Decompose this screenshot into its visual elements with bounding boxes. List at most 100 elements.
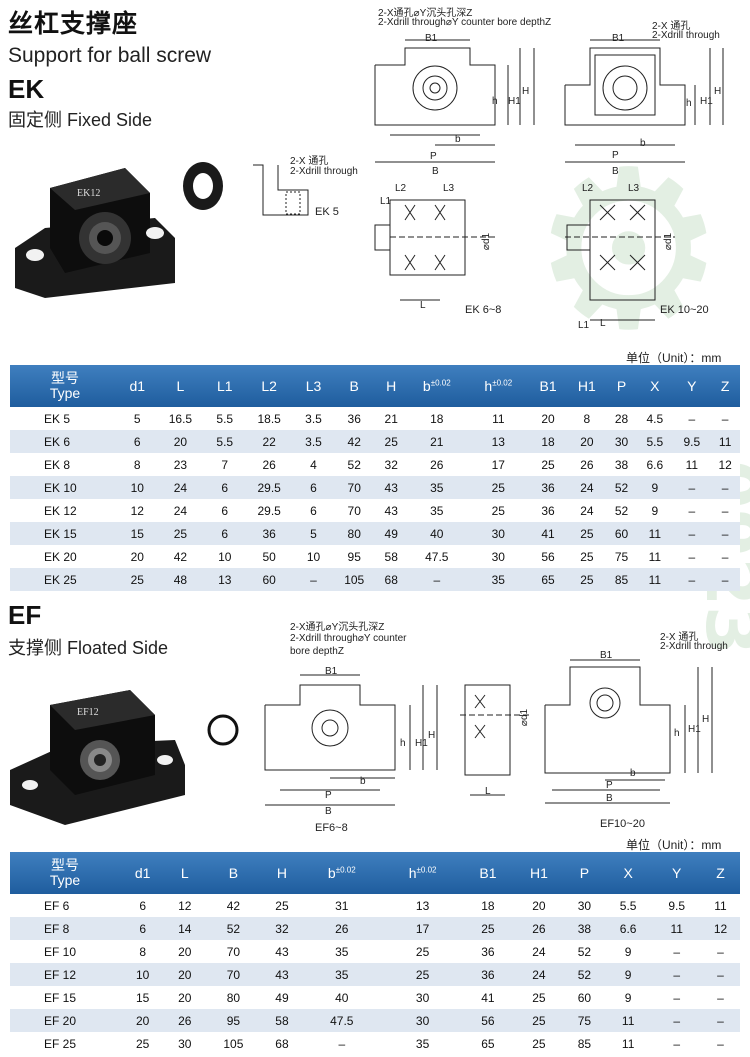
ef-col-header: H1	[512, 852, 565, 894]
table-cell: 9	[636, 499, 674, 522]
table-cell: 30	[165, 1032, 205, 1055]
ek-top-note-en: 2-Xdrill through⌀Y counter bore depthZ	[378, 17, 552, 28]
ek10-20-label: EK 10~20	[660, 304, 709, 316]
table-cell: 11	[636, 545, 674, 568]
table-cell: 9.5	[673, 430, 711, 453]
table-cell: –	[652, 986, 701, 1009]
ef-dim-H: H	[428, 730, 436, 741]
table-cell: 21	[376, 407, 407, 430]
ek-dim-p: P	[430, 151, 437, 162]
ef2-dim-p: P	[606, 780, 613, 791]
table-cell: 18	[463, 894, 513, 917]
ef-dim-h: h	[400, 738, 406, 749]
ef6-8-label: EF6~8	[315, 822, 348, 834]
table-cell: –	[295, 568, 333, 591]
table-cell: 36	[463, 940, 513, 963]
ef-right-note-cn: 2-X 通孔	[660, 632, 699, 643]
type-cell: EK 10	[10, 476, 120, 499]
table-cell: 10	[120, 963, 166, 986]
table-cell: 18	[406, 407, 468, 430]
ek-col-header-b: b±0.02	[406, 365, 468, 407]
table-cell: 5	[120, 407, 155, 430]
ek5-note-cn: 2-X 通孔	[290, 156, 329, 167]
table-cell: –	[301, 1032, 383, 1055]
table-cell: 42	[332, 430, 377, 453]
ek-product-photo: EK12	[5, 138, 245, 298]
table-cell: 60	[606, 522, 637, 545]
table-cell: 11	[673, 453, 711, 476]
page-title-cn: 丝杠支撑座	[8, 10, 139, 38]
ef2-dim-B: B	[606, 793, 613, 804]
table-cell: 38	[564, 917, 604, 940]
ek-photo-engraving: EK12	[77, 188, 100, 199]
table-cell: 20	[154, 430, 207, 453]
table-cell: 8	[120, 940, 166, 963]
table-cell: 56	[463, 1009, 513, 1032]
table-cell: 25	[463, 917, 513, 940]
ek6-8-label: EK 6~8	[465, 304, 502, 316]
table-cell: –	[700, 986, 740, 1009]
ef-dim-h1: H1	[415, 738, 428, 749]
ek-col-header: L3	[295, 365, 333, 407]
ef-dim-p: P	[325, 790, 332, 801]
table-cell: 11	[636, 568, 674, 591]
table-cell: 6	[206, 476, 244, 499]
table-cell: 20	[529, 407, 568, 430]
ek-col-type: 型号 Type	[10, 365, 120, 407]
table-cell: 22	[243, 430, 296, 453]
table-cell: 20	[120, 1009, 166, 1032]
ef-unit-label: 单位（Unit）：mm	[626, 838, 722, 852]
table-cell: 25	[529, 453, 568, 476]
ek2-dim-b: b	[640, 138, 646, 149]
table-cell: 25	[376, 430, 407, 453]
table-cell: 26	[301, 917, 383, 940]
table-cell: 13	[467, 430, 530, 453]
table-cell: 80	[204, 986, 263, 1009]
ef-section-subtitle: 支撑侧 Floated Side	[8, 638, 169, 658]
type-cell: EK 6	[10, 430, 120, 453]
ek2-dim-l3: L3	[628, 183, 640, 194]
table-cell: 35	[406, 476, 468, 499]
table-cell: 47.5	[406, 545, 468, 568]
ek2-dim-H: H	[714, 86, 722, 97]
ek-col-header: P	[606, 365, 637, 407]
table-cell: 49	[376, 522, 407, 545]
table-cell: 7	[206, 453, 244, 476]
ek-dim-l2: L2	[395, 183, 407, 194]
table-cell: 16.5	[154, 407, 207, 430]
table-cell: 11	[700, 894, 740, 917]
table-cell: –	[652, 1032, 701, 1055]
table-cell: 15	[120, 522, 155, 545]
ef-product-photo: EF12	[5, 680, 255, 830]
table-cell: 36	[332, 407, 377, 430]
table-cell: 20	[165, 986, 205, 1009]
type-cell: EF 15	[10, 986, 120, 1009]
ek-col-header: L	[154, 365, 207, 407]
ek-dim-b: b	[455, 134, 461, 145]
table-cell: 8	[567, 407, 607, 430]
table-cell: 25	[467, 499, 530, 522]
table-cell: 105	[332, 568, 377, 591]
table-cell: 28	[606, 407, 637, 430]
type-cell: EF 20	[10, 1009, 120, 1032]
ek10-20-front-drawing	[555, 30, 745, 190]
ef2-dim-h1: H1	[688, 724, 701, 735]
ek5-label: EK 5	[315, 206, 339, 218]
ek-dim-d1: ⌀d1	[481, 232, 493, 251]
ek-dim-H: H	[522, 86, 530, 97]
ef-photo-engraving: EF12	[77, 707, 99, 718]
ek-col-header-h: h±0.02	[467, 365, 530, 407]
ek-spec-table: 型号 Type d1 L L1 L2 L3 B H b±0.02 h±0.02 …	[10, 365, 740, 591]
table-cell: 70	[332, 476, 377, 499]
table-cell: –	[700, 1009, 740, 1032]
ek-dim-b1: B1	[425, 33, 438, 44]
table-cell: 12	[710, 453, 740, 476]
ef-top-note-cn: 2-X通孔⌀Y沉头孔深Z	[290, 622, 385, 633]
